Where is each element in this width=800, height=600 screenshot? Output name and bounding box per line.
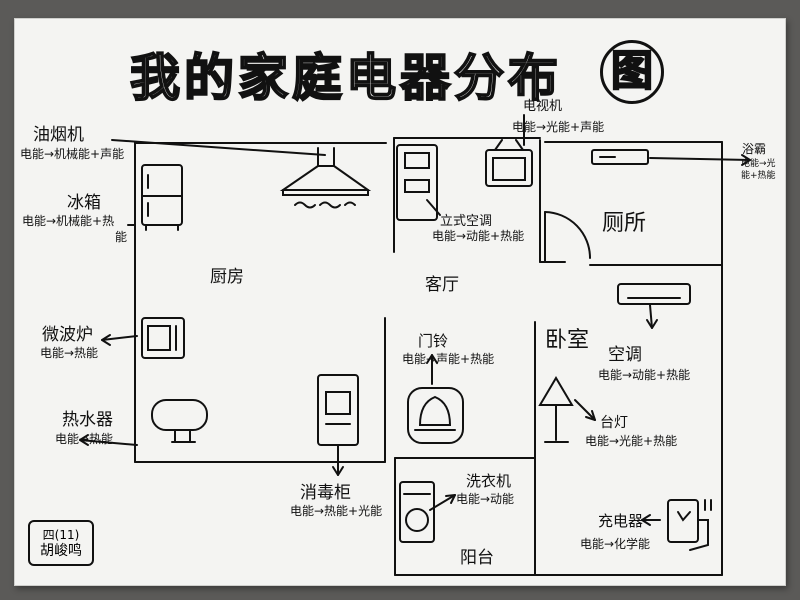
- standing-ac-drawing: [396, 144, 438, 221]
- charger-energy: 电能→化学能: [580, 537, 651, 551]
- doorbell-name: 门铃: [418, 332, 449, 350]
- desk-lamp-energy: 电能→光能+热能: [585, 434, 678, 448]
- lamp-leader: [574, 399, 596, 421]
- bath-heater-name: 浴霸: [742, 142, 767, 156]
- fridge-energy: 电能→机械能+热: [22, 214, 115, 228]
- standing-ac-name: 立式空调: [440, 214, 493, 229]
- tv-drawing: [485, 149, 533, 187]
- charger-name: 充电器: [598, 512, 644, 530]
- desk-lamp-name: 台灯: [600, 415, 628, 431]
- fridge-name: 冰箱: [67, 193, 101, 213]
- water-heater-name: 热水器: [62, 410, 113, 430]
- ac-leader: [649, 304, 653, 329]
- tv-name: 电视机: [523, 99, 563, 114]
- room-label-living: 客厅: [425, 275, 459, 295]
- bath-heater-leader: [649, 157, 751, 161]
- cabinet-drawing: [317, 374, 359, 446]
- toilet-door-swing: [544, 211, 591, 259]
- author-class: 四(11): [42, 528, 80, 542]
- microwave-energy: 电能→热能: [40, 346, 99, 360]
- water-heater-leader: [79, 439, 138, 446]
- author-name: 胡峻鸣: [40, 543, 82, 559]
- air-conditioner-name: 空调: [608, 345, 642, 365]
- poster-title-circled-char: 图: [600, 40, 664, 104]
- lamp-drawing: [538, 376, 574, 406]
- wall-ac-drawing: [617, 283, 691, 305]
- room-label-balcony: 阳台: [460, 548, 494, 568]
- bath-heater-drawing: [591, 149, 649, 165]
- range-hood-chimney: [317, 147, 335, 167]
- disinfection-cabinet-energy: 电能→热能+光能: [290, 504, 383, 518]
- microwave-name: 微波炉: [42, 325, 93, 345]
- room-label-kitchen: 厨房: [210, 267, 244, 287]
- fridge-energy-tail: 能: [115, 230, 128, 244]
- doorbell-energy: 电能→声能+热能: [402, 352, 495, 366]
- microwave-drawing: [141, 317, 185, 359]
- washing-machine-energy: 电能→动能: [456, 492, 515, 506]
- water-heater-energy: 电能→热能: [55, 432, 114, 446]
- washing-machine-name: 洗衣机: [466, 472, 512, 490]
- range-hood-name: 油烟机: [33, 125, 84, 145]
- microwave-leader: [101, 335, 138, 341]
- water-heater-drawing: [151, 399, 208, 431]
- range-hood-energy: 电能→机械能+声能: [20, 147, 125, 161]
- poster-title: 我的家庭电器分布: [129, 48, 562, 108]
- disinfection-cabinet-name: 消毒柜: [300, 483, 351, 503]
- air-conditioner-energy: 电能→动能+热能: [598, 368, 691, 382]
- standing-ac-energy: 电能→动能+热能: [432, 229, 525, 243]
- range-hood-leader: [111, 139, 326, 156]
- washer-drawing: [399, 481, 435, 543]
- room-label-toilet: 厕所: [602, 211, 647, 236]
- doorbell-drawing: [407, 387, 464, 444]
- room-label-bedroom: 卧室: [545, 328, 590, 353]
- author-badge: 四(11) 胡峻鸣: [28, 520, 94, 566]
- bath-heater-energy: 电能→光能+热能: [741, 159, 776, 181]
- standing-ac-leader: [426, 199, 441, 216]
- tv-energy: 电能→光能+声能: [512, 120, 605, 134]
